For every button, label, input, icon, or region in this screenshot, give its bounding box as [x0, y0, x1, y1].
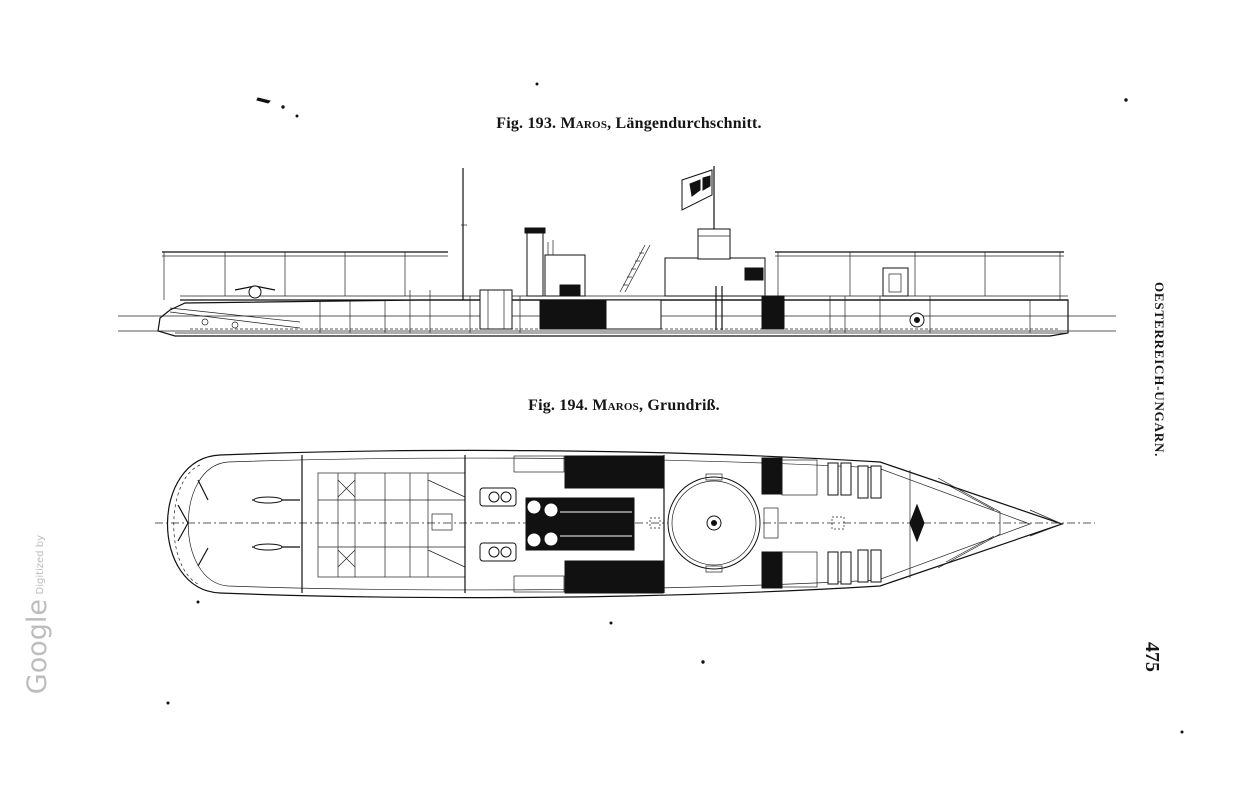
running-heading: OESTERREICH-UNGARN. — [1152, 282, 1167, 458]
figure-194-number: Fig. 194. — [528, 397, 589, 414]
figure-193-ship-name: Maros — [560, 115, 608, 132]
figure-194-title: , Grundriß. — [639, 397, 720, 414]
scan-specks — [166, 82, 1184, 734]
figure-194-ship-name: Maros — [592, 397, 639, 414]
figure-194-caption: Fig. 194. Maros, Grundriß. — [0, 397, 1248, 415]
plan-view-drawing — [155, 449, 1095, 599]
longitudinal-section-drawing — [118, 166, 1116, 337]
figure-193-caption: Fig. 193. Maros, Längendurchschnitt. — [0, 115, 1248, 133]
page-number: 475 — [1141, 642, 1163, 672]
figure-193-number: Fig. 193. — [496, 115, 557, 132]
figure-193-title: , Längendurchschnitt. — [607, 115, 762, 132]
